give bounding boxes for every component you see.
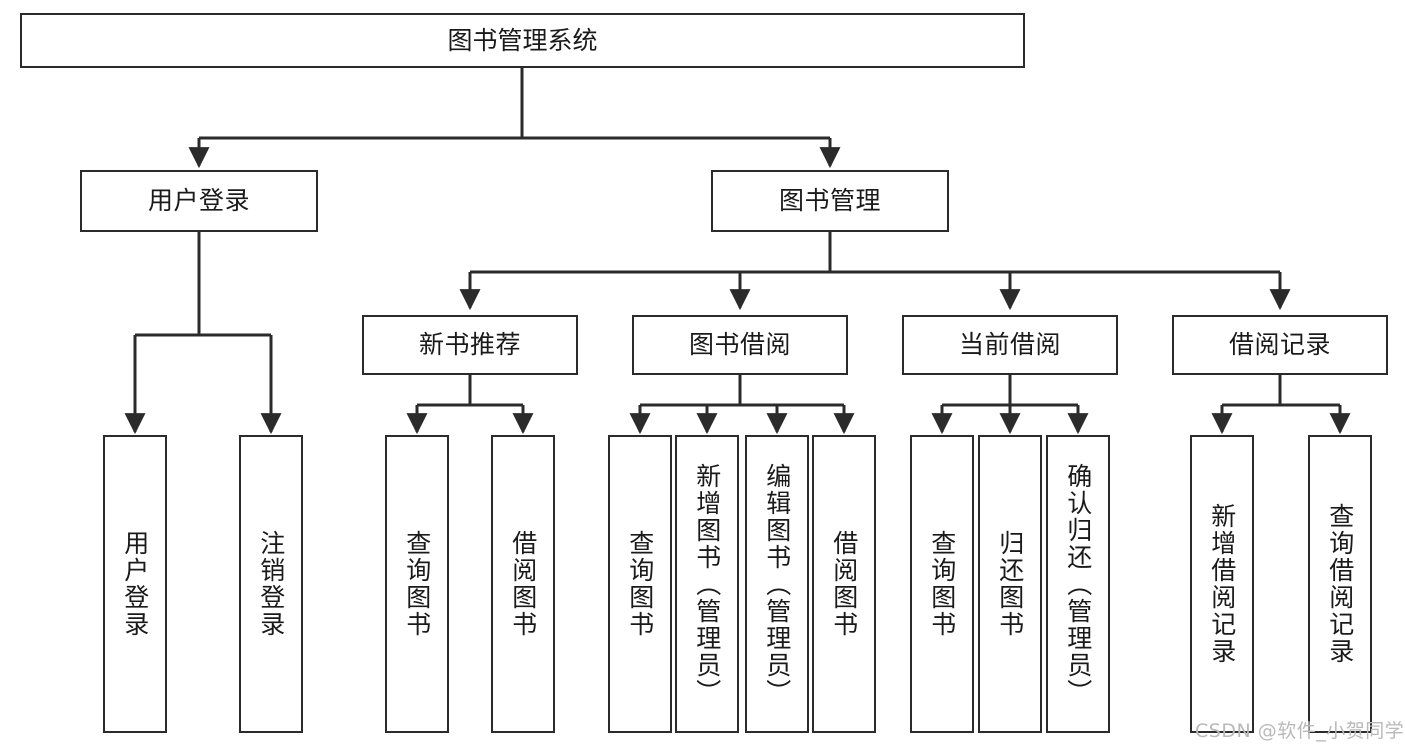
leaf-query-book-borrow[interactable]: 查询图书 (608, 435, 672, 733)
leaf-logout[interactable]: 注销登录 (239, 435, 303, 733)
leaf-label: 查询图书 (927, 530, 957, 638)
node-book-management[interactable]: 图书管理 (711, 170, 949, 232)
leaf-edit-book-admin[interactable]: 编辑图书（管理员） (745, 435, 809, 733)
leaf-query-book-current[interactable]: 查询图书 (910, 435, 974, 733)
leaf-label: 用户登录 (120, 530, 150, 638)
leaf-borrow-book-new[interactable]: 借阅图书 (491, 435, 555, 733)
leaf-label: 查询图书 (625, 530, 655, 638)
node-book-borrow[interactable]: 图书借阅 (632, 315, 848, 375)
node-current-borrow[interactable]: 当前借阅 (902, 315, 1118, 375)
leaf-label: 借阅图书 (508, 530, 538, 638)
leaf-label: 新增借阅记录 (1207, 503, 1237, 665)
node-root[interactable]: 图书管理系统 (20, 13, 1025, 68)
leaf-add-borrow-record[interactable]: 新增借阅记录 (1190, 435, 1254, 733)
leaf-add-book-admin[interactable]: 新增图书（管理员） (675, 435, 739, 733)
leaf-confirm-return-admin[interactable]: 确认归还（管理员） (1046, 435, 1110, 733)
leaf-label: 借阅图书 (829, 530, 859, 638)
leaf-borrow-book[interactable]: 借阅图书 (812, 435, 876, 733)
leaf-query-book-new[interactable]: 查询图书 (385, 435, 449, 733)
csdn-watermark: CSDN @软件_小贺同学 (1195, 720, 1405, 742)
leaf-label: 新增图书（管理员） (692, 462, 722, 706)
leaf-label: 注销登录 (256, 530, 286, 638)
node-new-book-recommend[interactable]: 新书推荐 (362, 315, 578, 375)
leaf-label: 确认归还（管理员） (1063, 462, 1093, 706)
node-user-login[interactable]: 用户登录 (80, 170, 318, 232)
leaf-label: 归还图书 (995, 530, 1025, 638)
node-borrow-record[interactable]: 借阅记录 (1172, 315, 1388, 375)
leaf-label: 查询借阅记录 (1325, 503, 1355, 665)
leaf-return-book[interactable]: 归还图书 (978, 435, 1042, 733)
leaf-label: 编辑图书（管理员） (762, 462, 792, 706)
leaf-label: 查询图书 (402, 530, 432, 638)
leaf-user-login[interactable]: 用户登录 (103, 435, 167, 733)
leaf-query-borrow-record[interactable]: 查询借阅记录 (1308, 435, 1372, 733)
